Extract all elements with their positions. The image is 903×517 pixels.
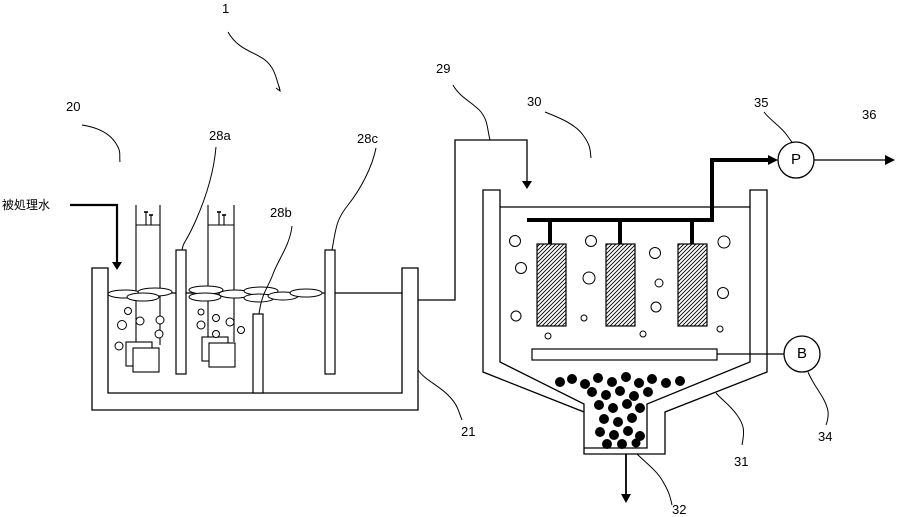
pump-symbol: P bbox=[790, 151, 801, 168]
sludge-outlet bbox=[621, 454, 631, 503]
label-electrode-28b: 28b bbox=[270, 205, 292, 220]
connecting-pipe-29 bbox=[418, 139, 532, 301]
floating-scum bbox=[107, 285, 323, 303]
label-outlet-36: 36 bbox=[862, 107, 877, 122]
sludge-particles bbox=[555, 372, 685, 449]
label-hopper-31: 31 bbox=[734, 454, 749, 469]
leader-lines bbox=[81, 31, 829, 506]
label-pump-35: 35 bbox=[754, 95, 769, 110]
reactor-30 bbox=[482, 189, 768, 455]
label-sludge-32: 32 bbox=[672, 502, 687, 517]
label-inlet-water: 被処理水 bbox=[2, 198, 51, 212]
air-diffuser bbox=[531, 348, 784, 361]
electrode-plate-28c bbox=[324, 249, 336, 375]
inlet-pipe bbox=[70, 203, 122, 270]
label-tank-wall-21: 21 bbox=[461, 424, 476, 439]
label-system-1: 1 bbox=[222, 1, 230, 16]
reactor-electrodes bbox=[536, 243, 708, 327]
tank-bubbles bbox=[114, 307, 245, 351]
blower-symbol: B bbox=[796, 345, 807, 362]
outlet-manifold bbox=[527, 155, 778, 244]
electrode-plate-28b bbox=[252, 313, 264, 394]
label-tank-20: 20 bbox=[66, 99, 81, 114]
label-reactor-30: 30 bbox=[527, 94, 542, 109]
electrode-plate-28a bbox=[175, 249, 187, 375]
label-electrode-28c: 28c bbox=[357, 131, 378, 146]
label-pipe-29: 29 bbox=[436, 61, 451, 76]
reactor-bubbles bbox=[509, 235, 731, 340]
pump-icon bbox=[777, 141, 895, 179]
blower-icon bbox=[783, 335, 821, 373]
label-blower-34: 34 bbox=[818, 429, 833, 444]
label-electrode-28a: 28a bbox=[209, 128, 231, 143]
electrode-assembly-2 bbox=[201, 205, 236, 368]
